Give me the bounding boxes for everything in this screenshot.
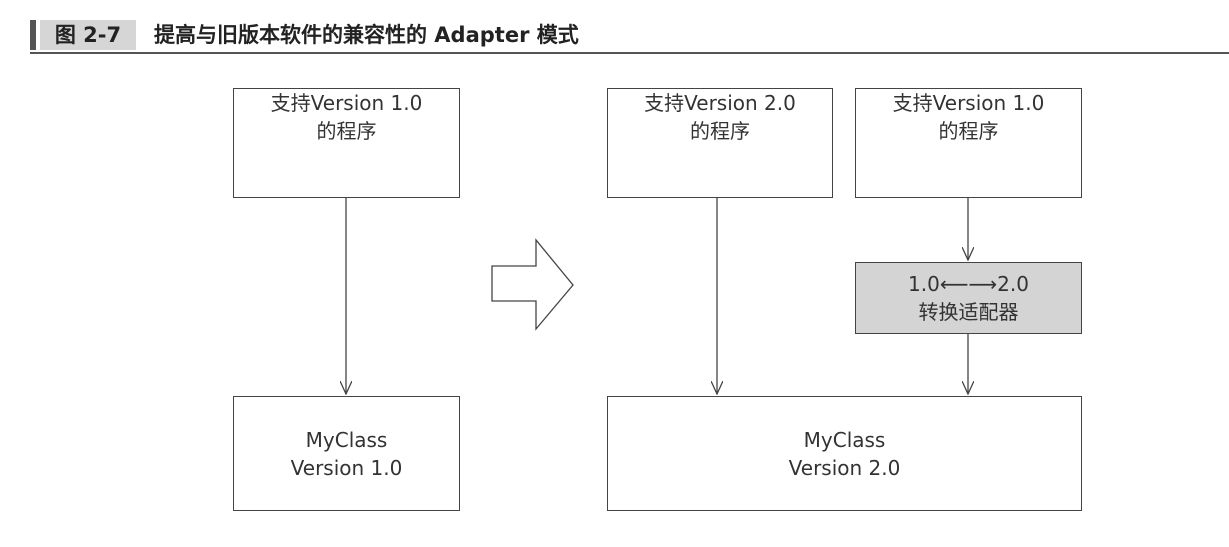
- v1-program-right-label-line2: 的程序: [938, 119, 999, 143]
- v1-program-right-label-line1: 支持Version 1.0: [892, 91, 1045, 115]
- myclass-v1-name: MyClass: [305, 427, 388, 452]
- adapter-conversion-label: 1.0⟵⟶2.0: [908, 272, 1029, 296]
- v1-program-box-left: 支持Version 1.0 的程序: [233, 88, 460, 198]
- caption-marker-bar: [30, 20, 36, 50]
- transition-arrow-icon: [491, 238, 574, 331]
- figure-title: 提高与旧版本软件的兼容性的 Adapter 模式: [154, 23, 579, 47]
- v2-program-box: 支持Version 2.0 的程序: [607, 88, 833, 198]
- myclass-v2-version: Version 2.0: [788, 455, 901, 480]
- v2-program-label-line2: 的程序: [690, 119, 750, 143]
- adapter-name-label: 转换适配器: [918, 300, 1019, 324]
- v1-program-box-right: 支持Version 1.0 的程序: [855, 88, 1082, 198]
- figure-caption: 图 2-7 提高与旧版本软件的兼容性的 Adapter 模式: [30, 18, 1229, 54]
- figure-number: 图 2-7: [40, 20, 136, 50]
- v1-program-label-line2: 的程序: [316, 119, 377, 143]
- myclass-v1-box: MyClass Version 1.0: [233, 396, 460, 511]
- adapter-box: 1.0⟵⟶2.0 转换适配器: [855, 262, 1082, 334]
- v2-program-label-line1: 支持Version 2.0: [644, 91, 796, 115]
- myclass-v1-version: Version 1.0: [290, 455, 403, 480]
- myclass-v2-name: MyClass: [803, 427, 886, 452]
- v1-program-label-line1: 支持Version 1.0: [270, 91, 423, 115]
- myclass-v2-box: MyClass Version 2.0: [607, 396, 1082, 511]
